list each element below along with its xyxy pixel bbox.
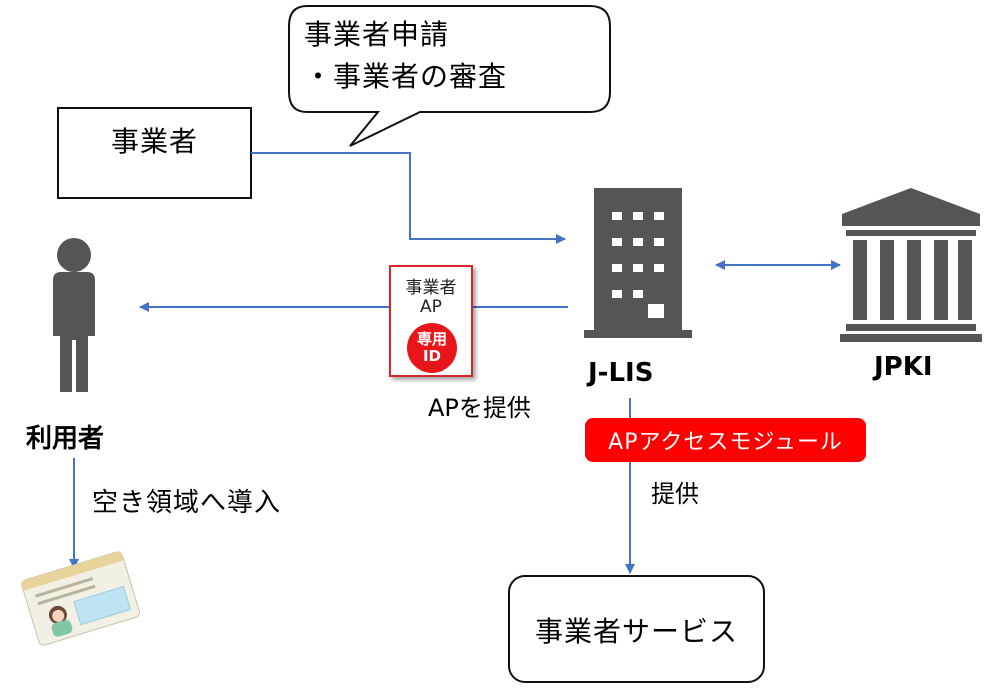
ap-access-module-badge: APアクセスモジュール bbox=[585, 418, 866, 462]
provide-ap-label: APを提供 bbox=[428, 394, 531, 422]
id-card-icon bbox=[21, 551, 141, 646]
dedicated-id-badge: 専用 ID bbox=[407, 323, 457, 373]
person-icon bbox=[53, 238, 95, 392]
arrow-business-to-jlis bbox=[251, 152, 566, 244]
speech-bubble bbox=[288, 5, 611, 147]
callout-text: 事業者申請 ・事業者の審査 bbox=[304, 14, 507, 98]
badge-line1: 専用 bbox=[416, 330, 447, 348]
jlis-label: J-LIS bbox=[588, 358, 654, 388]
jpki-label: JPKI bbox=[874, 352, 933, 382]
ap-card-line2: AP bbox=[420, 297, 442, 317]
ap-card-line1: 事業者 bbox=[405, 278, 457, 298]
callout-line1: 事業者申請 bbox=[304, 18, 450, 51]
user-label: 利用者 bbox=[26, 424, 105, 454]
service-box-label: 事業者サービス bbox=[534, 615, 738, 648]
service-box bbox=[508, 575, 765, 683]
bank-icon bbox=[840, 188, 982, 342]
building-icon bbox=[584, 188, 692, 338]
business-box bbox=[57, 107, 252, 199]
callout-line2: ・事業者の審査 bbox=[304, 60, 508, 93]
provide-label: 提供 bbox=[651, 480, 699, 508]
business-box-label: 事業者 bbox=[110, 125, 198, 158]
ap-card: 事業者 AP 専用 ID bbox=[389, 265, 473, 377]
badge-line2: ID bbox=[422, 347, 442, 365]
install-label: 空き領域へ導入 bbox=[92, 488, 282, 518]
module-label: APアクセスモジュール bbox=[608, 430, 843, 455]
